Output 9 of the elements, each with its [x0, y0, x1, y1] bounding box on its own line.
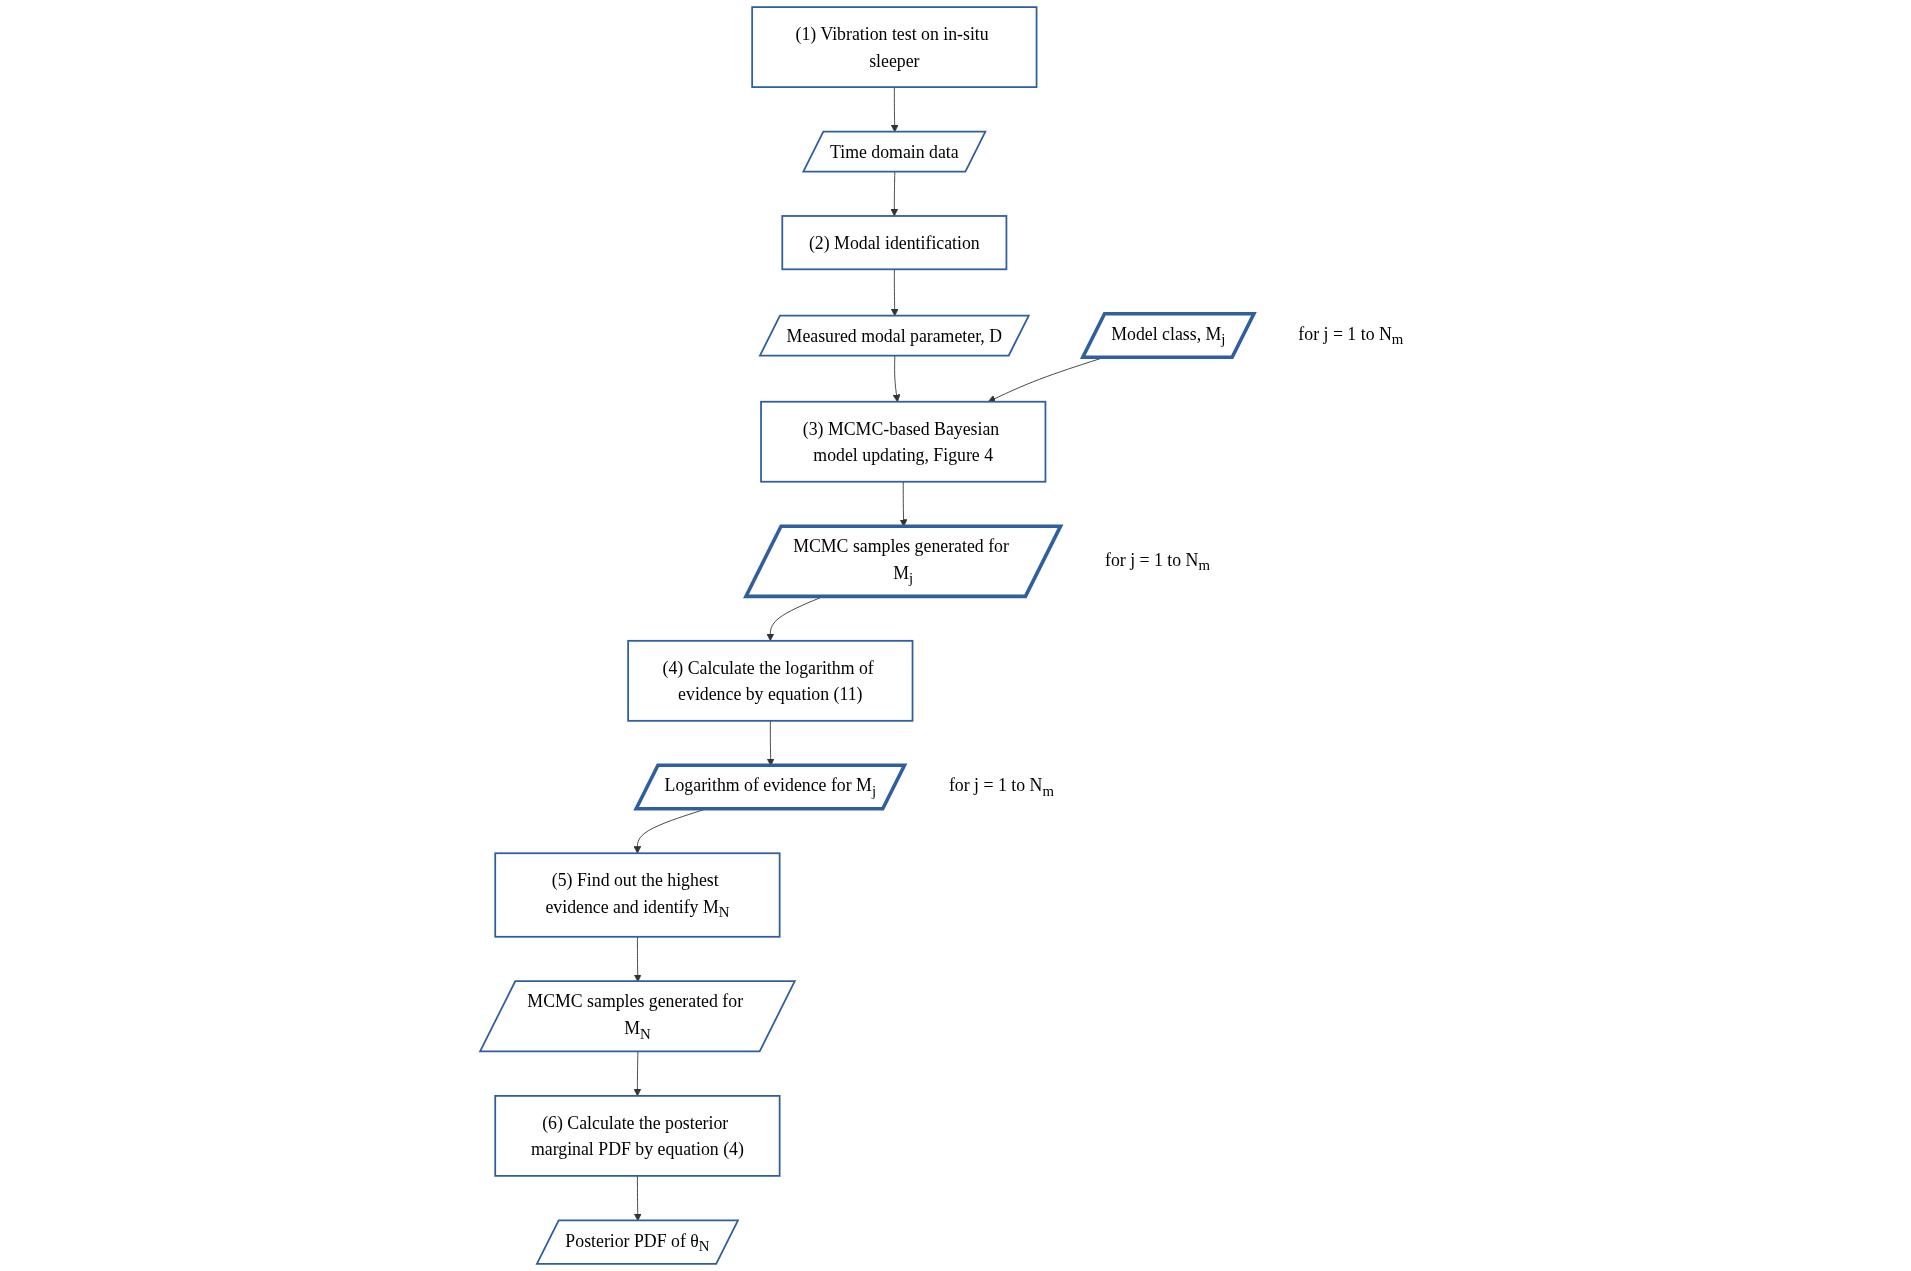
node-box: (3) MCMC-based Bayesian model updating, Figure 4	[759, 400, 1046, 483]
node-box: (5) Find out the highest evidence and identify M$_{N}$	[493, 852, 781, 938]
node-box: (6) Calculate the posterior marginal PDF by equation (4)	[493, 1095, 781, 1177]
node-box: (2) Modal identification	[780, 215, 1007, 271]
node-label: for j = 1 to N$_{m}$	[948, 775, 1054, 800]
node-box: (1) Vibration test on in-situ sleeper	[750, 6, 1037, 88]
node-label: for j = 1 to N$_{m}$	[1297, 323, 1403, 348]
node-label: for j = 1 to N$_{m}$	[1104, 549, 1210, 574]
node-box: (4) Calculate the logarithm of evidence by equation (11)	[626, 639, 913, 722]
